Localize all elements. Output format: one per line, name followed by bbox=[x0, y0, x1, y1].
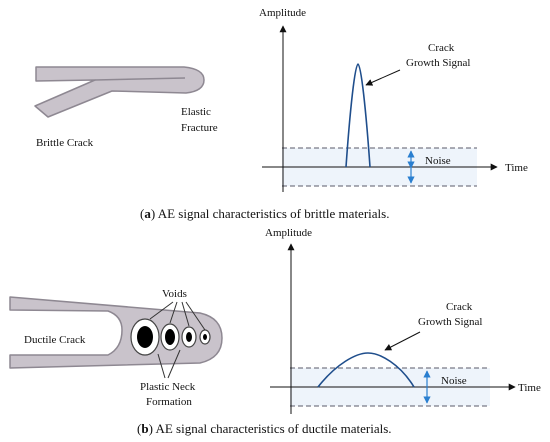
brittle-crack-line bbox=[94, 77, 186, 81]
noise-label-b: Noise bbox=[441, 375, 467, 387]
plastic-neck-label: Plastic Neck bbox=[140, 381, 196, 393]
panel-b: Voids Ductile Crack Plastic Neck Formati… bbox=[9, 227, 541, 436]
void-1 bbox=[130, 318, 160, 356]
y-axis-label-a: Amplitude bbox=[259, 7, 306, 19]
voids-pointer-4 bbox=[185, 301, 206, 331]
brittle-crack-label: Brittle Crack bbox=[36, 137, 94, 149]
voids-label: Voids bbox=[162, 288, 187, 300]
brittle-specimen bbox=[34, 66, 205, 118]
caption-b: (b) AE signal characteristics of ductile… bbox=[137, 421, 392, 436]
ductile-crack-label: Ductile Crack bbox=[24, 334, 86, 346]
y-axis-label-b: Amplitude bbox=[265, 227, 312, 239]
voids-pointer-3 bbox=[181, 301, 190, 327]
void-3 bbox=[181, 326, 197, 348]
neck-pointer-2 bbox=[167, 349, 181, 379]
formation-label: Formation bbox=[146, 396, 192, 408]
voids-pointer-2 bbox=[169, 301, 178, 324]
void-4 bbox=[199, 329, 211, 345]
elastic-label: Elastic bbox=[181, 106, 211, 118]
neck-pointer-1 bbox=[157, 353, 166, 379]
signal-label-a-line1: Crack bbox=[428, 42, 455, 54]
chart-a: Amplitude Time Crack Growth Signal Noise bbox=[259, 7, 528, 192]
chart-b: Amplitude Time Crack Growth Signal Noise bbox=[265, 227, 541, 414]
brittle-specimen-shape bbox=[34, 66, 205, 118]
signal-pointer-b bbox=[384, 331, 421, 351]
voids-pointer-1 bbox=[149, 301, 174, 320]
signal-label-b-line2: Growth Signal bbox=[418, 316, 482, 328]
x-axis-label-b: Time bbox=[518, 382, 541, 394]
panel-a: Brittle Crack Elastic Fracture Amplitude… bbox=[34, 7, 528, 221]
x-axis-label-a: Time bbox=[505, 162, 528, 174]
noise-label-a: Noise bbox=[425, 155, 451, 167]
void-2 bbox=[160, 323, 180, 351]
ductile-specimen bbox=[9, 296, 223, 379]
crack-signal-b bbox=[317, 352, 415, 388]
caption-a: (a) AE signal characteristics of brittle… bbox=[140, 206, 389, 221]
signal-pointer-a bbox=[365, 69, 401, 86]
crack-signal-a bbox=[345, 63, 371, 168]
signal-label-a-line2: Growth Signal bbox=[406, 57, 470, 69]
fracture-label: Fracture bbox=[181, 122, 218, 134]
signal-label-b-line1: Crack bbox=[446, 301, 473, 313]
